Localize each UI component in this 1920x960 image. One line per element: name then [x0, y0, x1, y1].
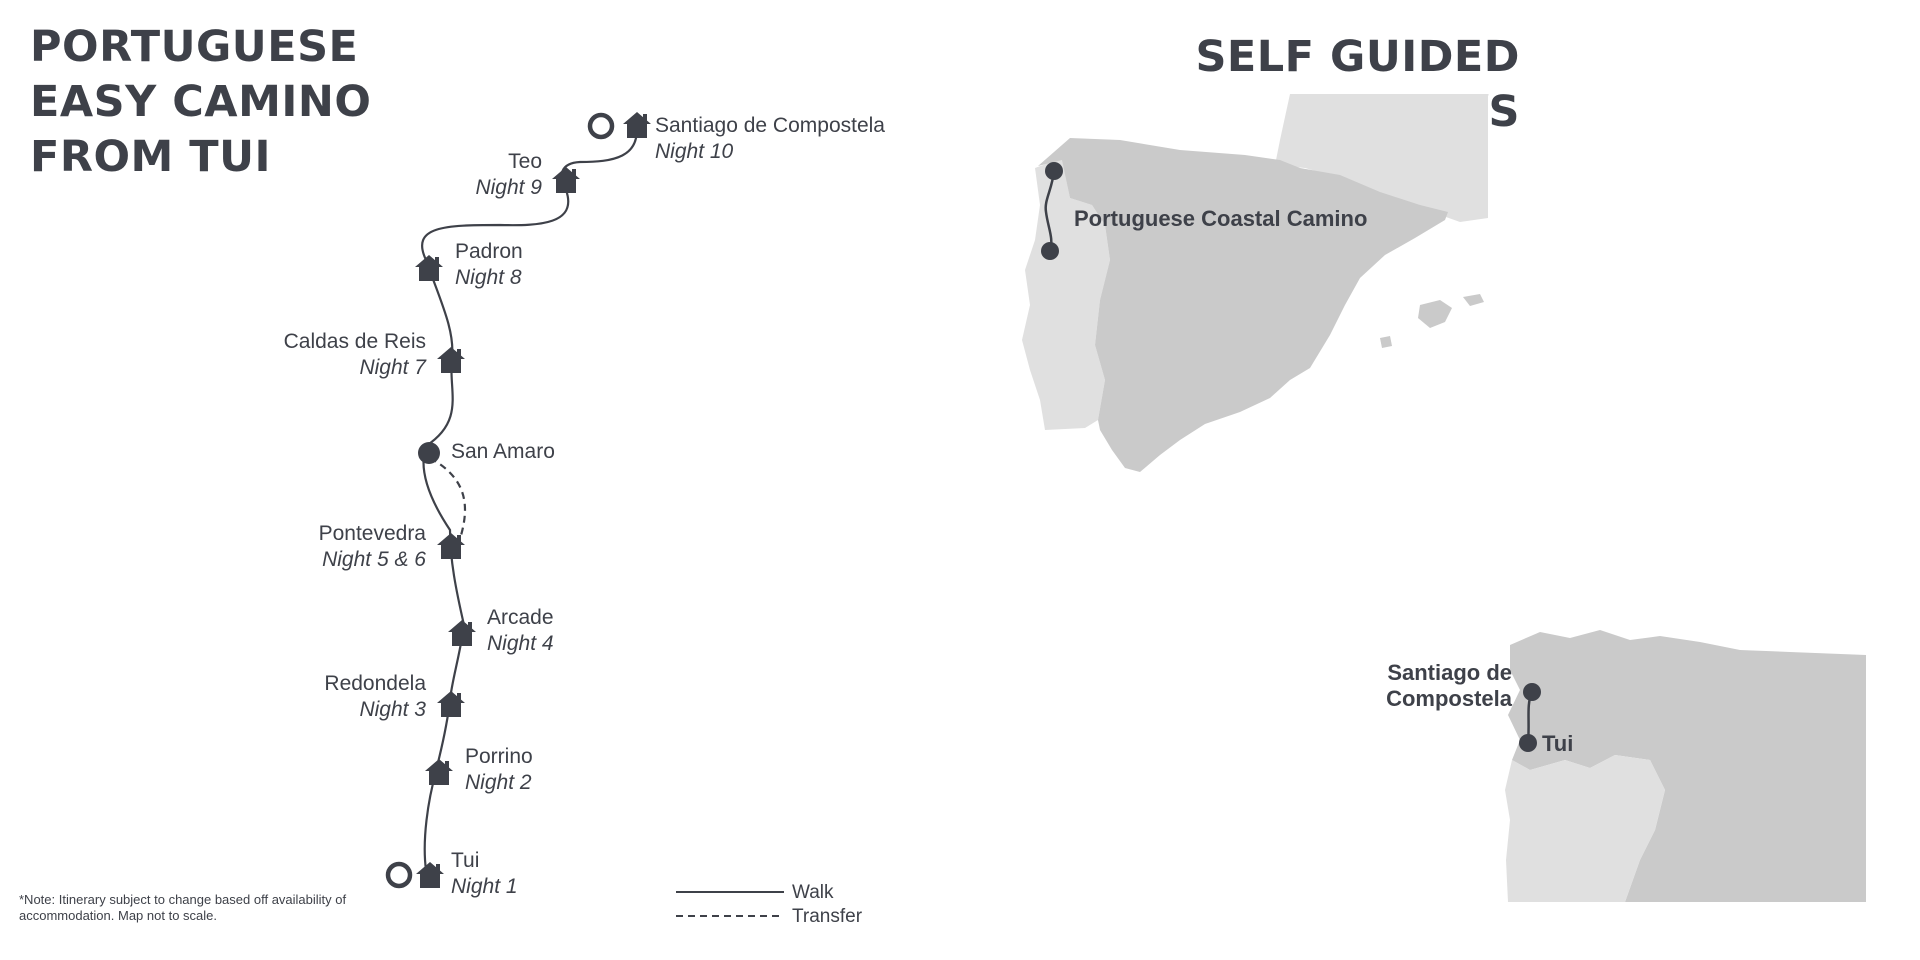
transfer-route-line — [429, 457, 467, 546]
tour-title: PORTUGUESE EASY CAMINO FROM TUI — [30, 20, 371, 185]
legend-walk-label: Walk — [792, 882, 834, 903]
spain-inset-route — [1044, 170, 1056, 253]
galicia-land-spain — [1508, 630, 1866, 902]
galicia-inset-start-label: Tui — [1542, 731, 1573, 756]
stop-label-pontevedra: Pontevedra — [319, 522, 427, 545]
stop-night-padron: Night 8 — [455, 266, 522, 289]
tour-title-line-3: FROM TUI — [30, 132, 272, 182]
stop-pontevedra-house-icon — [437, 533, 465, 559]
itinerary-note: *Note: Itinerary subject to change based… — [19, 892, 347, 923]
stop-arcade-house-icon — [448, 620, 476, 646]
spain-inset-start-dot — [1041, 242, 1059, 260]
tour-title-line-1: PORTUGUESE — [30, 22, 359, 72]
spain-inset-end-dot — [1045, 162, 1063, 180]
stop-night-caldas: Night 7 — [359, 356, 427, 379]
stop-label-redondela: Redondela — [324, 672, 426, 695]
galicia-inset-end-dot — [1523, 683, 1541, 701]
stop-redondela-house-icon — [437, 691, 465, 717]
spain-inset-route-label: Portuguese Coastal Camino — [1074, 206, 1367, 231]
stop-label-teo: Teo — [508, 150, 542, 173]
france-landmass — [1275, 94, 1488, 222]
map-legend: Walk Transfer — [676, 882, 863, 927]
stop-tui-house-icon — [416, 862, 444, 888]
tour-title-line-2: EASY CAMINO — [30, 77, 372, 127]
stop-padron-house-icon — [415, 255, 443, 281]
stop-label-san-amaro: San Amaro — [451, 440, 555, 463]
stop-porrino-house-icon — [425, 759, 453, 785]
galicia-inset-end-label-line-1: Santiago de — [1387, 660, 1512, 685]
galicia-land-portugal — [1505, 755, 1665, 902]
portugal-landmass — [1022, 158, 1110, 430]
tour-type-line: SELF GUIDED — [1195, 32, 1520, 82]
galicia-inset-end-label-line-2: Compostela — [1386, 686, 1513, 711]
stop-teo-house-icon — [552, 167, 580, 193]
stop-night-santiago: Night 10 — [655, 140, 734, 163]
stop-label-porrino: Porrino — [465, 745, 533, 768]
stop-label-arcade: Arcade — [487, 606, 554, 629]
stop-tui-start-ring — [385, 861, 413, 889]
stop-night-porrino: Night 2 — [465, 771, 532, 794]
spain-landmass — [1038, 138, 1448, 472]
stop-night-teo: Night 9 — [475, 176, 542, 199]
galicia-inset-start-dot — [1519, 734, 1537, 752]
stop-santiago-start-ring — [587, 112, 615, 140]
stop-caldas-house-icon — [437, 347, 465, 373]
stop-san-amaro-dot — [418, 442, 440, 464]
spain-inset-map: Portuguese Coastal Camino — [1022, 94, 1488, 472]
stop-label-tui: Tui — [451, 849, 479, 872]
stop-santiago-house-icon — [623, 112, 651, 138]
stop-night-redondela: Night 3 — [359, 698, 426, 721]
stop-label-padron: Padron — [455, 240, 523, 263]
balearic-island-menorca — [1463, 294, 1484, 306]
stop-night-pontevedra: Night 5 & 6 — [322, 548, 426, 571]
stop-label-santiago: Santiago de Compostela — [655, 114, 885, 137]
balearic-island-mallorca — [1418, 300, 1452, 328]
balearic-island-ibiza — [1380, 336, 1392, 348]
legend-transfer-label: Transfer — [792, 906, 863, 927]
stop-label-caldas: Caldas de Reis — [284, 330, 426, 353]
stop-night-tui: Night 1 — [451, 875, 518, 898]
galicia-inset-map: Santiago de Compostela Tui — [1386, 630, 1866, 902]
stop-night-arcade: Night 4 — [487, 632, 554, 655]
